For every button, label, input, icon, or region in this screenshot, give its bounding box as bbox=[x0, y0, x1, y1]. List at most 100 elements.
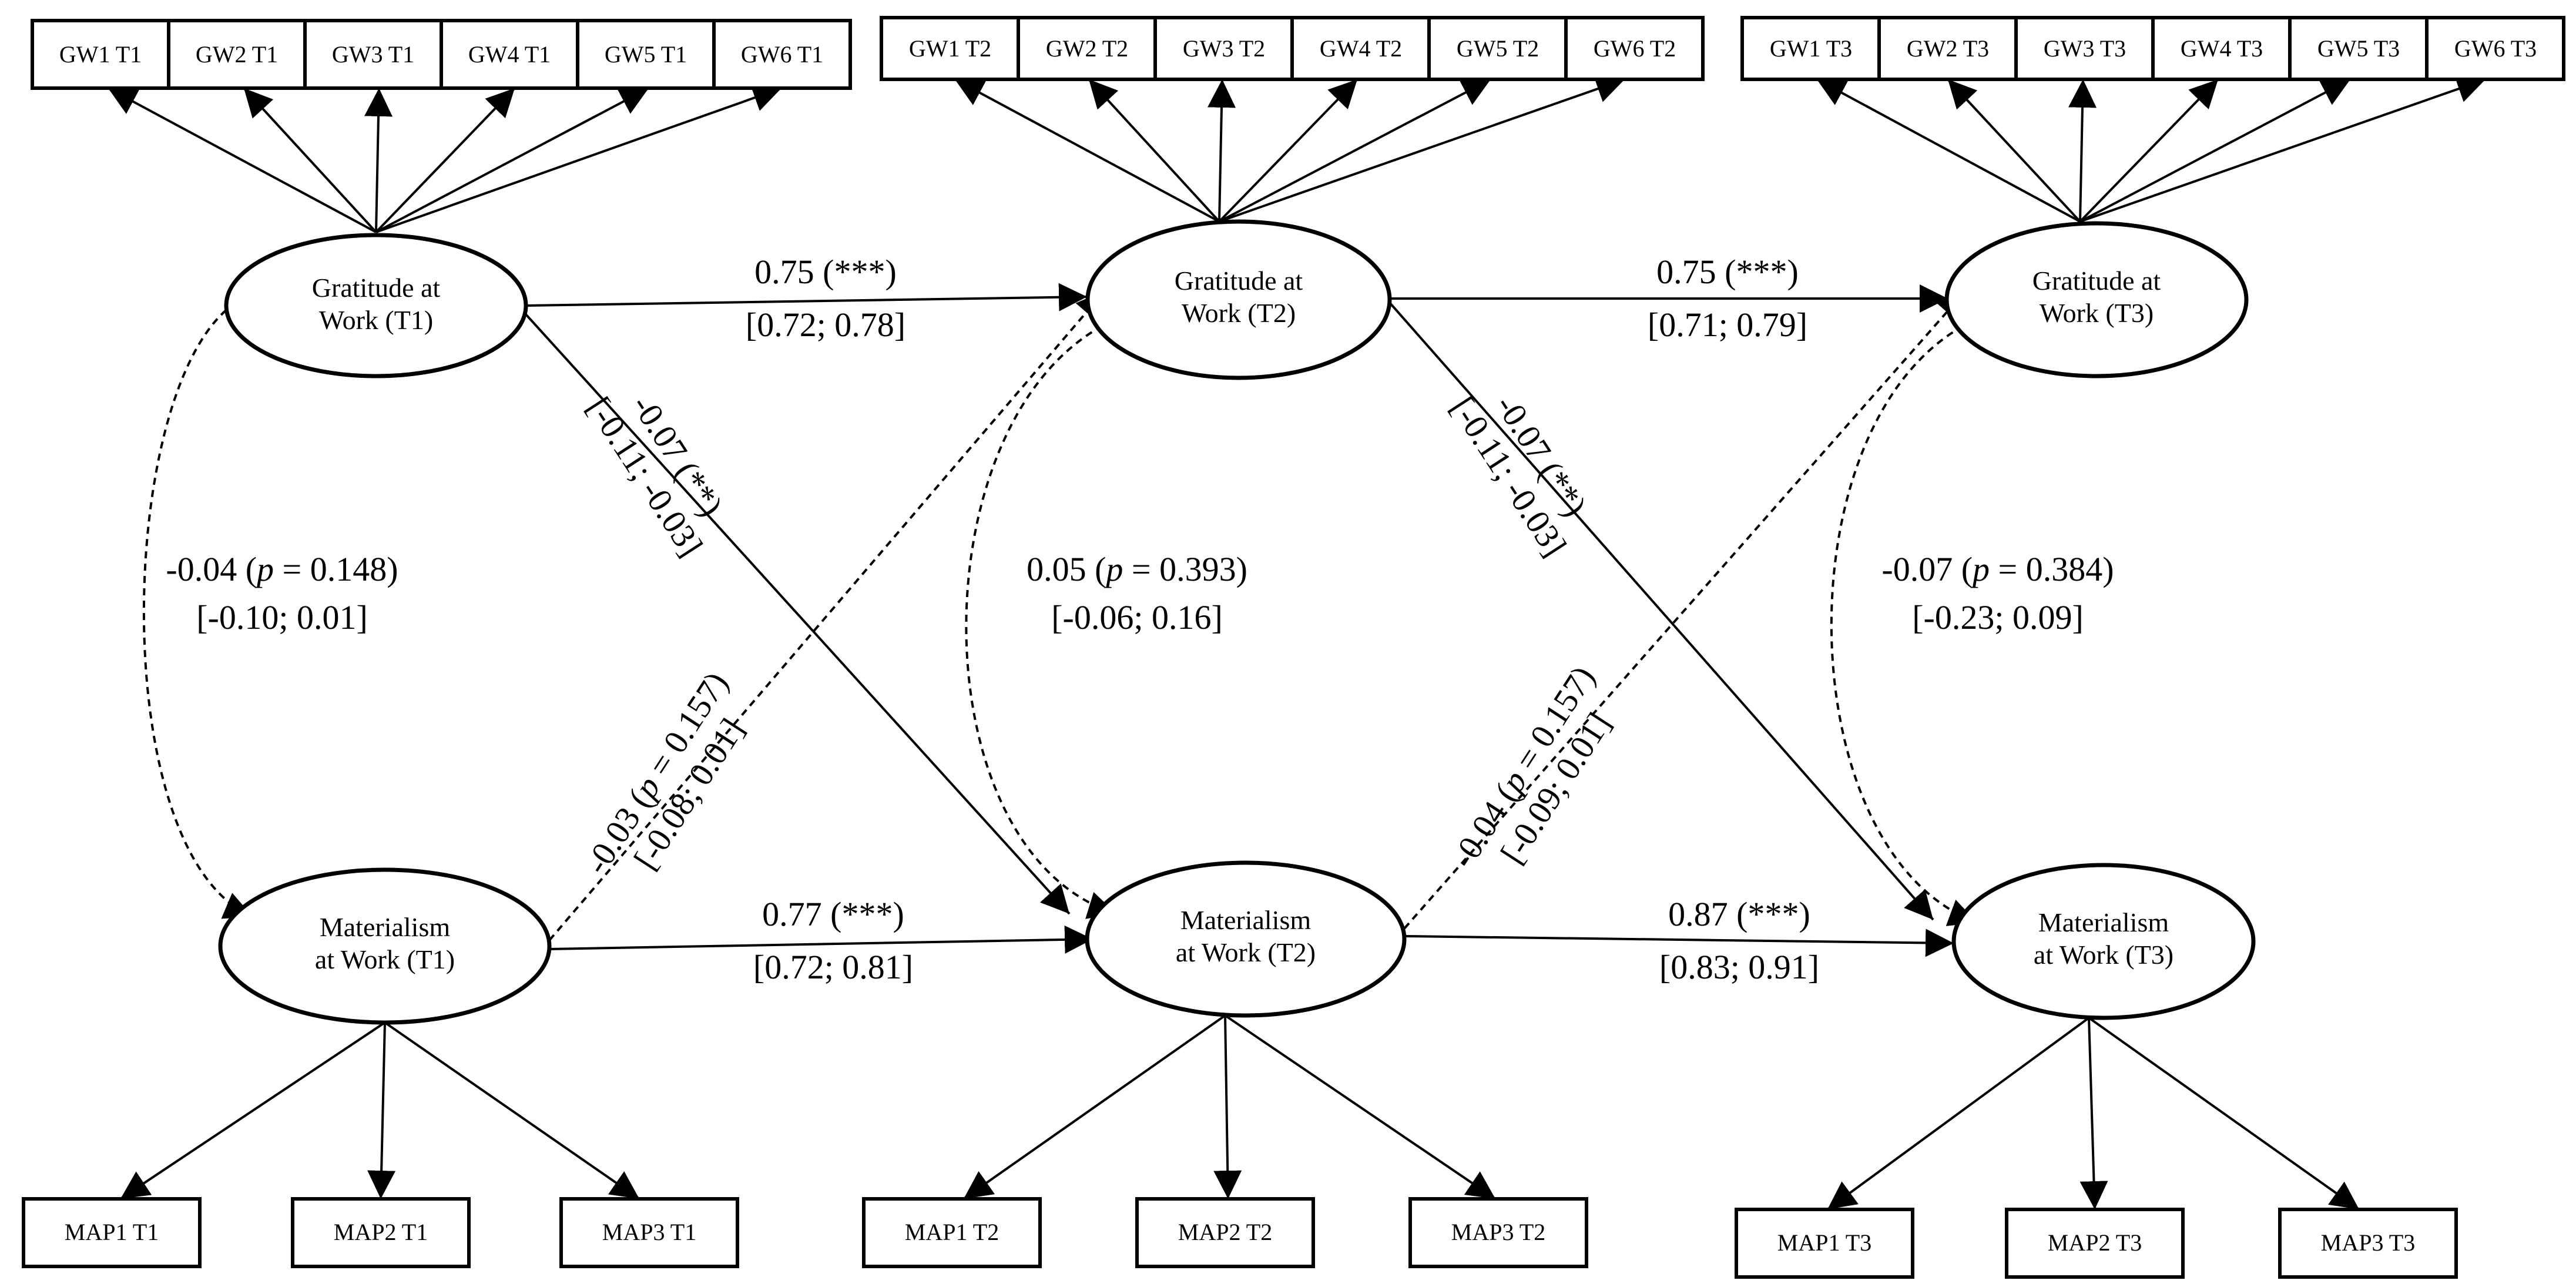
latent-label-line2: Work (T1) bbox=[319, 305, 433, 335]
indicator-label: GW3 T3 bbox=[2044, 35, 2126, 62]
latent-label-line1: Materialism bbox=[2038, 907, 2169, 937]
indicators-ma-t1: MAP1 T1 MAP2 T1 MAP3 T1 bbox=[22, 1197, 739, 1268]
path-ma2-to-gw3 bbox=[1403, 290, 1967, 930]
latent-ellipse bbox=[1944, 221, 2249, 378]
indicators-ma-t2: MAP1 T2 MAP2 T2 MAP3 T2 bbox=[862, 1197, 1588, 1268]
indicator-label: MAP3 T1 bbox=[602, 1219, 696, 1245]
loading-gw4-t3 bbox=[2079, 78, 2219, 223]
indicator-label: MAP2 T3 bbox=[2048, 1229, 2142, 1256]
latent-label-line1: Materialism bbox=[320, 912, 450, 942]
latent-ellipse bbox=[1085, 860, 1407, 1018]
coef-gw2-ma3-group: -0.07 (**) [-0.11; -0.03] bbox=[1443, 388, 1594, 563]
indicator-box bbox=[2425, 16, 2565, 81]
indicator-label: MAP3 T2 bbox=[1451, 1219, 1545, 1245]
path-gw1-to-ma2 bbox=[525, 313, 1071, 915]
indicator-label: GW4 T2 bbox=[1320, 35, 1402, 62]
indicator-label: GW1 T2 bbox=[909, 35, 991, 62]
loading-map2-t3 bbox=[2079, 1017, 2108, 1210]
coef-ma2-gw3-group: -0.04 (p = 0.157) [-0.09; 0.01] bbox=[1444, 659, 1618, 875]
indicator-box bbox=[167, 19, 307, 90]
corr-t1-ci: [-0.10; 0.01] bbox=[196, 598, 368, 636]
path-ma1-to-gw2 bbox=[548, 290, 1106, 941]
indicator-box bbox=[1290, 16, 1431, 81]
latent-ellipse bbox=[224, 233, 528, 378]
indicator-box bbox=[2151, 16, 2292, 81]
loading-gw2-t3 bbox=[1947, 78, 2081, 223]
indicator-box bbox=[1877, 16, 2018, 81]
loading-lines bbox=[108, 75, 2486, 1211]
indicator-label: GW3 T2 bbox=[1183, 35, 1265, 62]
indicator-label: GW5 T2 bbox=[1457, 35, 1539, 62]
latent-label-line1: Gratitude at bbox=[2032, 266, 2161, 296]
indicator-box bbox=[2005, 1208, 2185, 1279]
latent-ma-t2: Materialism at Work (T2) bbox=[1085, 860, 1407, 1018]
loading-gw3-t1 bbox=[364, 88, 393, 233]
indicator-box bbox=[1017, 16, 1157, 81]
covariance-t3 bbox=[1830, 319, 1978, 926]
indicator-label: MAP1 T2 bbox=[905, 1219, 999, 1245]
indicator-box bbox=[1135, 1197, 1315, 1268]
latent-gw-t2: Gratitude at Work (T2) bbox=[1085, 219, 1392, 380]
indicator-label: GW5 T1 bbox=[605, 41, 687, 68]
loading-gw1-t1 bbox=[108, 87, 377, 233]
loading-gw4-t2 bbox=[1218, 78, 1359, 223]
loading-gw1-t3 bbox=[1816, 78, 2081, 223]
loading-map3-t2 bbox=[1224, 1014, 1497, 1200]
covariance-t2 bbox=[965, 319, 1117, 919]
indicator-box bbox=[880, 16, 1020, 81]
coef-gw23-ci: [0.71; 0.79] bbox=[1648, 306, 1807, 344]
loading-gw2-t1 bbox=[243, 87, 377, 233]
loading-gw1-t2 bbox=[954, 78, 1220, 223]
latent-label-line2: Work (T2) bbox=[1182, 298, 1296, 328]
corr-t2-estimate: 0.05 (p = 0.393) bbox=[1027, 550, 1247, 588]
indicator-box bbox=[291, 1197, 471, 1268]
latent-ellipse bbox=[1085, 219, 1392, 380]
indicator-box bbox=[1564, 16, 1705, 81]
coef-gw12-ci: [0.72; 0.78] bbox=[746, 306, 905, 344]
indicator-box bbox=[22, 1197, 202, 1268]
indicator-box bbox=[862, 1197, 1042, 1268]
indicators-gw-t2: GW1 T2 GW2 T2 GW3 T2 GW4 T2 GW5 T2 GW6 T… bbox=[880, 16, 1705, 81]
latent-gw-t3: Gratitude at Work (T3) bbox=[1944, 221, 2249, 378]
latent-label-line2: at Work (T2) bbox=[1176, 937, 1316, 967]
coef-ma23-estimate: 0.87 (***) bbox=[1668, 895, 1810, 933]
latent-label-line1: Gratitude at bbox=[312, 273, 441, 303]
indicator-box bbox=[1735, 1208, 1914, 1279]
coef-gw12-estimate: 0.75 (***) bbox=[754, 253, 897, 291]
coef-gw1-ma2-group: -0.07 (**) [-0.11; -0.03] bbox=[579, 388, 730, 563]
indicator-box bbox=[1740, 16, 1881, 81]
latent-ellipse bbox=[1951, 863, 2256, 1020]
dashed-paths bbox=[143, 290, 1978, 941]
loading-gw6-t3 bbox=[2079, 75, 2486, 223]
coef-ma12-ci: [0.72; 0.81] bbox=[753, 948, 913, 986]
loading-gw6-t1 bbox=[375, 84, 782, 233]
coef-gw23-estimate: 0.75 (***) bbox=[1656, 253, 1799, 291]
latent-label-line2: at Work (T1) bbox=[315, 944, 455, 974]
latent-label-line2: Work (T3) bbox=[2040, 298, 2154, 328]
loading-gw6-t2 bbox=[1219, 75, 1625, 223]
indicators-gw-t3: GW1 T3 GW2 T3 GW3 T3 GW4 T3 GW5 T3 GW6 T… bbox=[1740, 16, 2565, 81]
indicator-box bbox=[1408, 1197, 1588, 1268]
indicators-ma-t3: MAP1 T3 MAP2 T3 MAP3 T3 bbox=[1735, 1208, 2458, 1279]
loading-gw2-t2 bbox=[1088, 78, 1220, 223]
indicator-label: GW2 T2 bbox=[1046, 35, 1128, 62]
indicator-label: GW6 T1 bbox=[741, 41, 823, 68]
latent-ma-t3: Materialism at Work (T3) bbox=[1951, 863, 2256, 1020]
indicator-box bbox=[2288, 16, 2429, 81]
coef-ma1-gw2-group: -0.03 (p = 0.157) [-0.08; 0.01] bbox=[577, 665, 752, 881]
indicator-label: GW4 T3 bbox=[2181, 35, 2263, 62]
indicator-label: GW6 T2 bbox=[1594, 35, 1676, 62]
indicator-label: MAP1 T1 bbox=[65, 1219, 159, 1245]
corr-t3-estimate: -0.07 (p = 0.384) bbox=[1881, 550, 2114, 588]
indicator-label: GW4 T1 bbox=[468, 41, 551, 68]
indicator-label: MAP2 T2 bbox=[1178, 1219, 1272, 1245]
latent-label-line1: Gratitude at bbox=[1175, 266, 1303, 296]
corr-t2-ci: [-0.06; 0.16] bbox=[1051, 598, 1223, 636]
indicator-label: GW1 T3 bbox=[1770, 35, 1852, 62]
path-ma2-to-ma3 bbox=[1404, 929, 1954, 957]
indicator-label: GW2 T1 bbox=[196, 41, 278, 68]
indicator-label: GW2 T3 bbox=[1907, 35, 1989, 62]
loading-map3-t1 bbox=[384, 1021, 640, 1200]
loading-map2-t1 bbox=[367, 1022, 396, 1199]
loading-map1-t1 bbox=[119, 1021, 386, 1200]
